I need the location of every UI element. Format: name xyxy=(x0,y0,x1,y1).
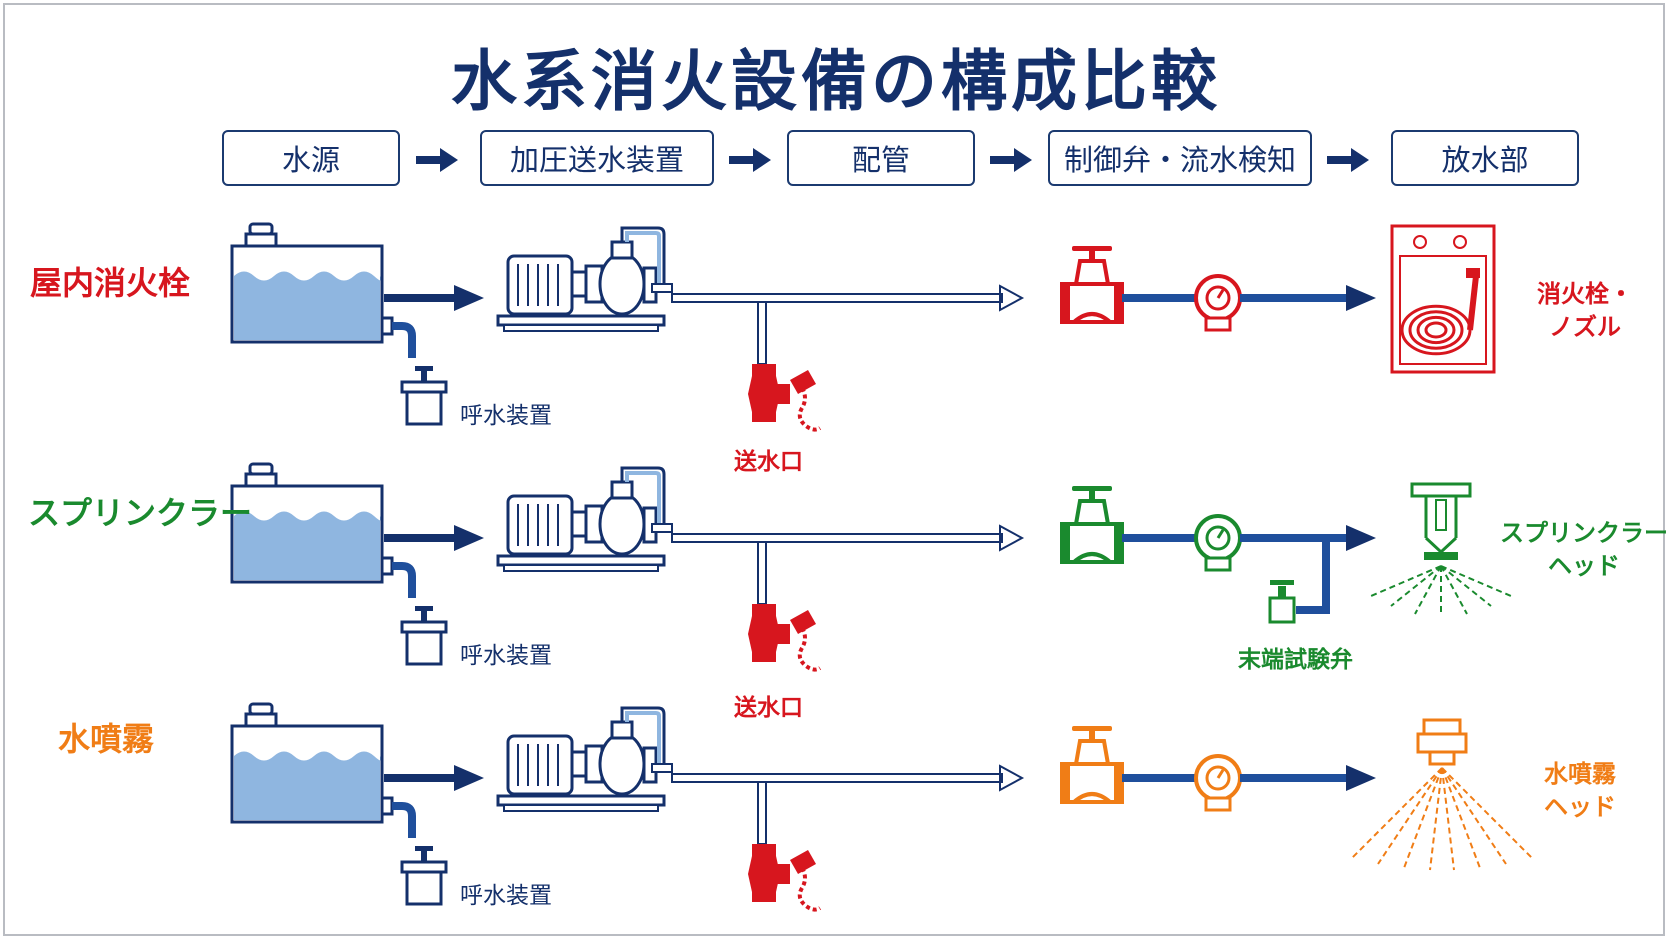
pump-unit-row2 xyxy=(496,466,674,573)
sprinkler-bulb xyxy=(1435,499,1447,531)
row-label-sprinkler: スプリンクラー xyxy=(28,494,253,532)
stage-arrow-3 xyxy=(990,148,1032,172)
hose-nozzle xyxy=(1467,275,1479,331)
end-pipe-row2 xyxy=(1240,534,1350,542)
flow-detector-icon-row3 xyxy=(1194,754,1242,812)
end-pipe-row1 xyxy=(1240,294,1350,302)
sprinkler-spray-line-6 xyxy=(1440,565,1492,607)
gate-valve-icon-row3 xyxy=(1060,724,1124,804)
valve-pipe-row2 xyxy=(1122,534,1196,542)
stage-discharge: 放水部 xyxy=(1391,130,1579,186)
spray-line-6 xyxy=(1441,767,1481,869)
end-arrow-head-row3 xyxy=(1346,765,1376,791)
tank-arrow-line-row2 xyxy=(384,534,458,542)
spray-nozzle-tip xyxy=(1428,750,1456,766)
test-valve-stem xyxy=(1278,586,1286,598)
tank-arrow-head-row3 xyxy=(454,765,484,791)
end-pipe-row3 xyxy=(1240,774,1350,782)
tank-arrow-line-row1 xyxy=(384,294,458,302)
stage-arrow-1 xyxy=(416,148,458,172)
end-label-sprinkler: スプリンクラー ヘッド xyxy=(1500,517,1668,583)
end-label-hydrant-line1: 消火栓・ xyxy=(1537,280,1633,308)
hose-coil-3 xyxy=(1416,315,1456,345)
stage-water-source: 水源 xyxy=(222,130,400,186)
valve-pipe-row1 xyxy=(1122,294,1196,302)
sprinkler-spray-line-1 xyxy=(1370,565,1442,597)
test-valve-pipe xyxy=(1296,542,1330,614)
hose-coil-2 xyxy=(1408,310,1464,350)
spray-line-8 xyxy=(1441,767,1533,859)
pump-unit-row1 xyxy=(496,226,674,333)
hose-cabinet-knob-2 xyxy=(1453,235,1467,249)
inlet-label-row2: 送水口 xyxy=(734,695,803,721)
outer-frame xyxy=(3,3,1665,936)
main-pipe-row3 xyxy=(671,765,1023,845)
spray-line-1 xyxy=(1351,767,1443,859)
stage-arrow-4 xyxy=(1327,148,1369,172)
stage-piping: 配管 xyxy=(787,130,975,186)
fd-inlet-icon-row2 xyxy=(746,602,822,672)
priming-tank-icon-row1 xyxy=(400,364,448,426)
valve-pipe-row3 xyxy=(1122,774,1196,782)
test-valve-handle xyxy=(1270,580,1294,585)
priming-label-row2: 呼水装置 xyxy=(460,643,552,669)
sprinkler-spray-line-5 xyxy=(1440,565,1468,615)
test-valve-label: 末端試験弁 xyxy=(1238,647,1353,673)
spray-nozzle-body xyxy=(1416,732,1468,754)
water-tank-row3 xyxy=(232,704,412,838)
main-pipe-row2 xyxy=(671,525,1023,605)
flow-detector-icon-row1 xyxy=(1194,274,1242,332)
row-label-indoor-hydrant: 屋内消火栓 xyxy=(30,264,191,302)
pump-unit-row3 xyxy=(496,706,674,813)
priming-label-row1: 呼水装置 xyxy=(460,403,552,429)
water-tank-row1 xyxy=(232,224,412,358)
hose-cabinet-inner xyxy=(1399,255,1487,365)
fd-inlet-icon-row3 xyxy=(746,842,822,912)
stage-arrow-2 xyxy=(729,148,771,172)
hose-cabinet-icon xyxy=(1390,224,1496,374)
spray-line-5 xyxy=(1441,767,1455,871)
spray-line-4 xyxy=(1429,767,1443,871)
end-label-spray: 水噴霧 ヘッド xyxy=(1510,758,1650,824)
water-tank-row2 xyxy=(232,464,412,598)
tank-arrow-line-row3 xyxy=(384,774,458,782)
tank-arrow-head-row2 xyxy=(454,525,484,551)
flow-detector-icon-row2 xyxy=(1194,514,1242,572)
priming-label-row3: 呼水装置 xyxy=(460,883,552,909)
diagram-title: 水系消火設備の構成比較 xyxy=(451,43,1221,120)
inlet-label-row1: 送水口 xyxy=(734,449,803,475)
end-label-spray-line2: ヘッド xyxy=(1544,793,1616,821)
end-arrow-head-row2 xyxy=(1346,525,1376,551)
gate-valve-icon-row2 xyxy=(1060,484,1124,564)
fd-inlet-icon-row1 xyxy=(746,362,822,432)
spray-line-3 xyxy=(1403,767,1443,869)
tank-arrow-head-row1 xyxy=(454,285,484,311)
sprinkler-deflector xyxy=(1424,552,1458,560)
end-label-hydrant: 消火栓・ ノズル xyxy=(1520,278,1650,344)
end-label-sprinkler-line2: ヘッド xyxy=(1548,552,1620,580)
test-valve-icon xyxy=(1268,596,1296,624)
sprinkler-head-icon xyxy=(1410,482,1472,498)
row-label-water-spray: 水噴霧 xyxy=(58,720,155,758)
gate-valve-icon-row1 xyxy=(1060,244,1124,324)
priming-tank-icon-row2 xyxy=(400,604,448,666)
hose-cabinet-knob-1 xyxy=(1413,235,1427,249)
sprinkler-spray-line-7 xyxy=(1440,565,1512,597)
stage-pump-unit: 加圧送水装置 xyxy=(480,130,714,186)
hose-coil-4 xyxy=(1424,321,1448,339)
end-label-hydrant-line2: ノズル xyxy=(1549,313,1621,341)
hose-nozzle-tip xyxy=(1466,268,1480,278)
main-pipe-row1 xyxy=(671,285,1023,365)
sprinkler-spray-line-3 xyxy=(1414,565,1442,615)
end-arrow-head-row1 xyxy=(1346,285,1376,311)
priming-tank-icon-row3 xyxy=(400,844,448,906)
stage-control-valve: 制御弁・流水検知 xyxy=(1048,130,1312,186)
spray-nozzle-icon xyxy=(1422,718,1462,736)
end-label-spray-line1: 水噴霧 xyxy=(1544,760,1616,788)
sprinkler-spray-line-2 xyxy=(1390,565,1442,607)
end-label-sprinkler-line1: スプリンクラー xyxy=(1500,519,1668,547)
